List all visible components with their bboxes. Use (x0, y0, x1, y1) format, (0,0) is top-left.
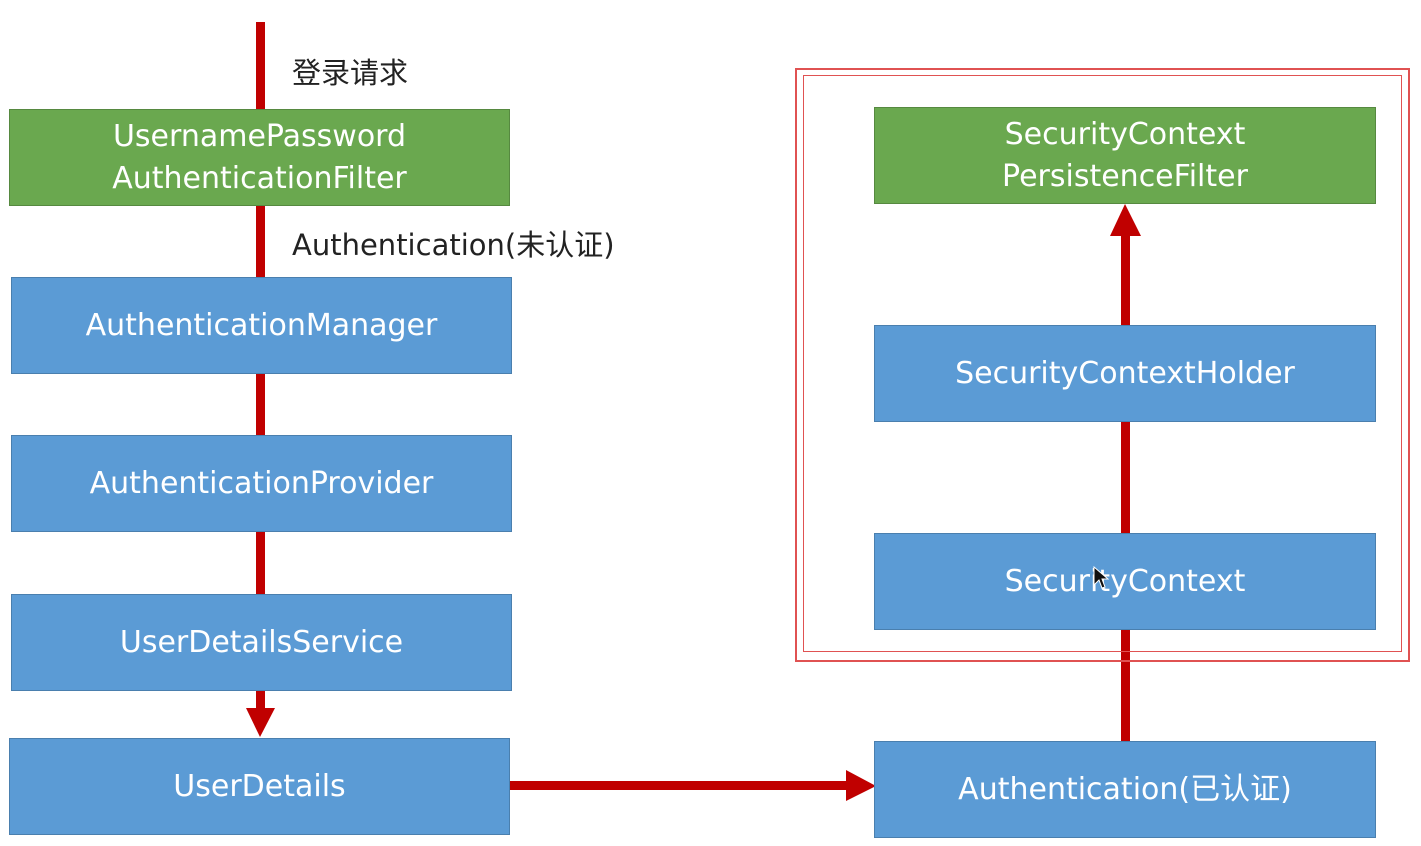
security-context-label: SecurityContext (1004, 563, 1246, 599)
arrow-shaft-to-authenticated (510, 781, 850, 790)
username-password-authentication-filter-box: UsernamePassword AuthenticationFilter (9, 109, 510, 206)
right-flow-line (1121, 235, 1130, 745)
user-details-service-label: UserDetailsService (119, 624, 404, 660)
authentication-manager-box: AuthenticationManager (11, 277, 512, 374)
security-context-holder-label: SecurityContextHolder (955, 355, 1295, 391)
security-context-persistence-filter-box: SecurityContext PersistenceFilter (874, 107, 1376, 204)
security-context-holder-box: SecurityContextHolder (874, 325, 1376, 422)
authentication-manager-label: AuthenticationManager (85, 307, 438, 343)
filter-label-line2: AuthenticationFilter (112, 160, 407, 196)
user-details-box: UserDetails (9, 738, 510, 835)
arrow-head-to-authenticated (846, 770, 876, 801)
security-context-box: SecurityContext (874, 533, 1376, 630)
arrow-down-to-user-details (246, 708, 275, 737)
login-request-label: 登录请求 (292, 56, 409, 90)
filter-label-line1: UsernamePassword (112, 118, 407, 154)
user-details-label: UserDetails (173, 768, 346, 804)
authenticated-authentication-box: Authentication(已认证) (874, 741, 1376, 838)
mouse-pointer-icon (1093, 566, 1109, 589)
authentication-provider-box: AuthenticationProvider (11, 435, 512, 532)
persistence-label-line1: SecurityContext (1004, 116, 1246, 152)
unauthenticated-label: Authentication(未认证) (292, 228, 615, 262)
authentication-provider-label: AuthenticationProvider (89, 465, 434, 501)
highlight-frame-outer (795, 68, 1410, 662)
highlight-frame-inner (803, 75, 1402, 652)
authenticated-label: Authentication(已认证) (958, 771, 1292, 807)
arrow-up-to-persistence-filter (1110, 204, 1141, 236)
user-details-service-box: UserDetailsService (11, 594, 512, 691)
persistence-label-line2: PersistenceFilter (1002, 158, 1248, 194)
